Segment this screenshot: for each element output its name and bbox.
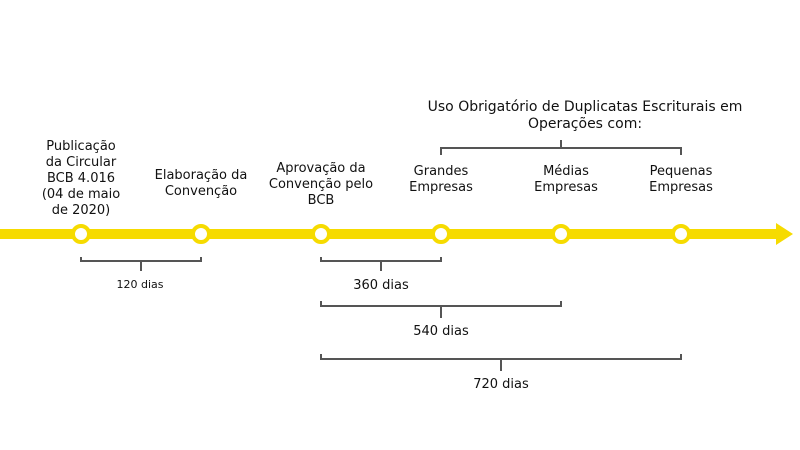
duration-label-720: 720 dias (473, 377, 529, 392)
duration-bracket-3 (320, 301, 562, 318)
milestone-label-elaboracao: Elaboração da Convenção (154, 168, 248, 199)
milestone-label-publicacao: Publicação da Circular BCB 4.016 (04 de … (41, 139, 121, 218)
milestone-node-2 (191, 224, 211, 244)
milestone-node-1 (71, 224, 91, 244)
milestone-node-4 (431, 224, 451, 244)
header-bracket (440, 140, 682, 155)
duration-label-360: 360 dias (353, 278, 409, 293)
milestone-node-3 (311, 224, 331, 244)
milestone-label-medias: Médias Empresas (534, 164, 598, 195)
milestone-node-6 (671, 224, 691, 244)
duration-bracket-1 (80, 257, 202, 271)
duration-label-120: 120 dias (116, 278, 164, 291)
milestone-label-aprovacao: Aprovação da Convenção pelo BCB (268, 161, 374, 208)
milestone-label-grandes: Grandes Empresas (409, 164, 473, 195)
duration-label-540: 540 dias (413, 324, 469, 339)
duration-bracket-2 (320, 257, 442, 271)
milestone-node-5 (551, 224, 571, 244)
duration-bracket-4 (320, 354, 682, 371)
milestone-label-pequenas: Pequenas Empresas (649, 164, 713, 195)
timeline-arrowhead (776, 223, 793, 245)
timeline-bar (0, 229, 778, 239)
header-label: Uso Obrigatório de Duplicatas Escriturai… (427, 99, 743, 132)
